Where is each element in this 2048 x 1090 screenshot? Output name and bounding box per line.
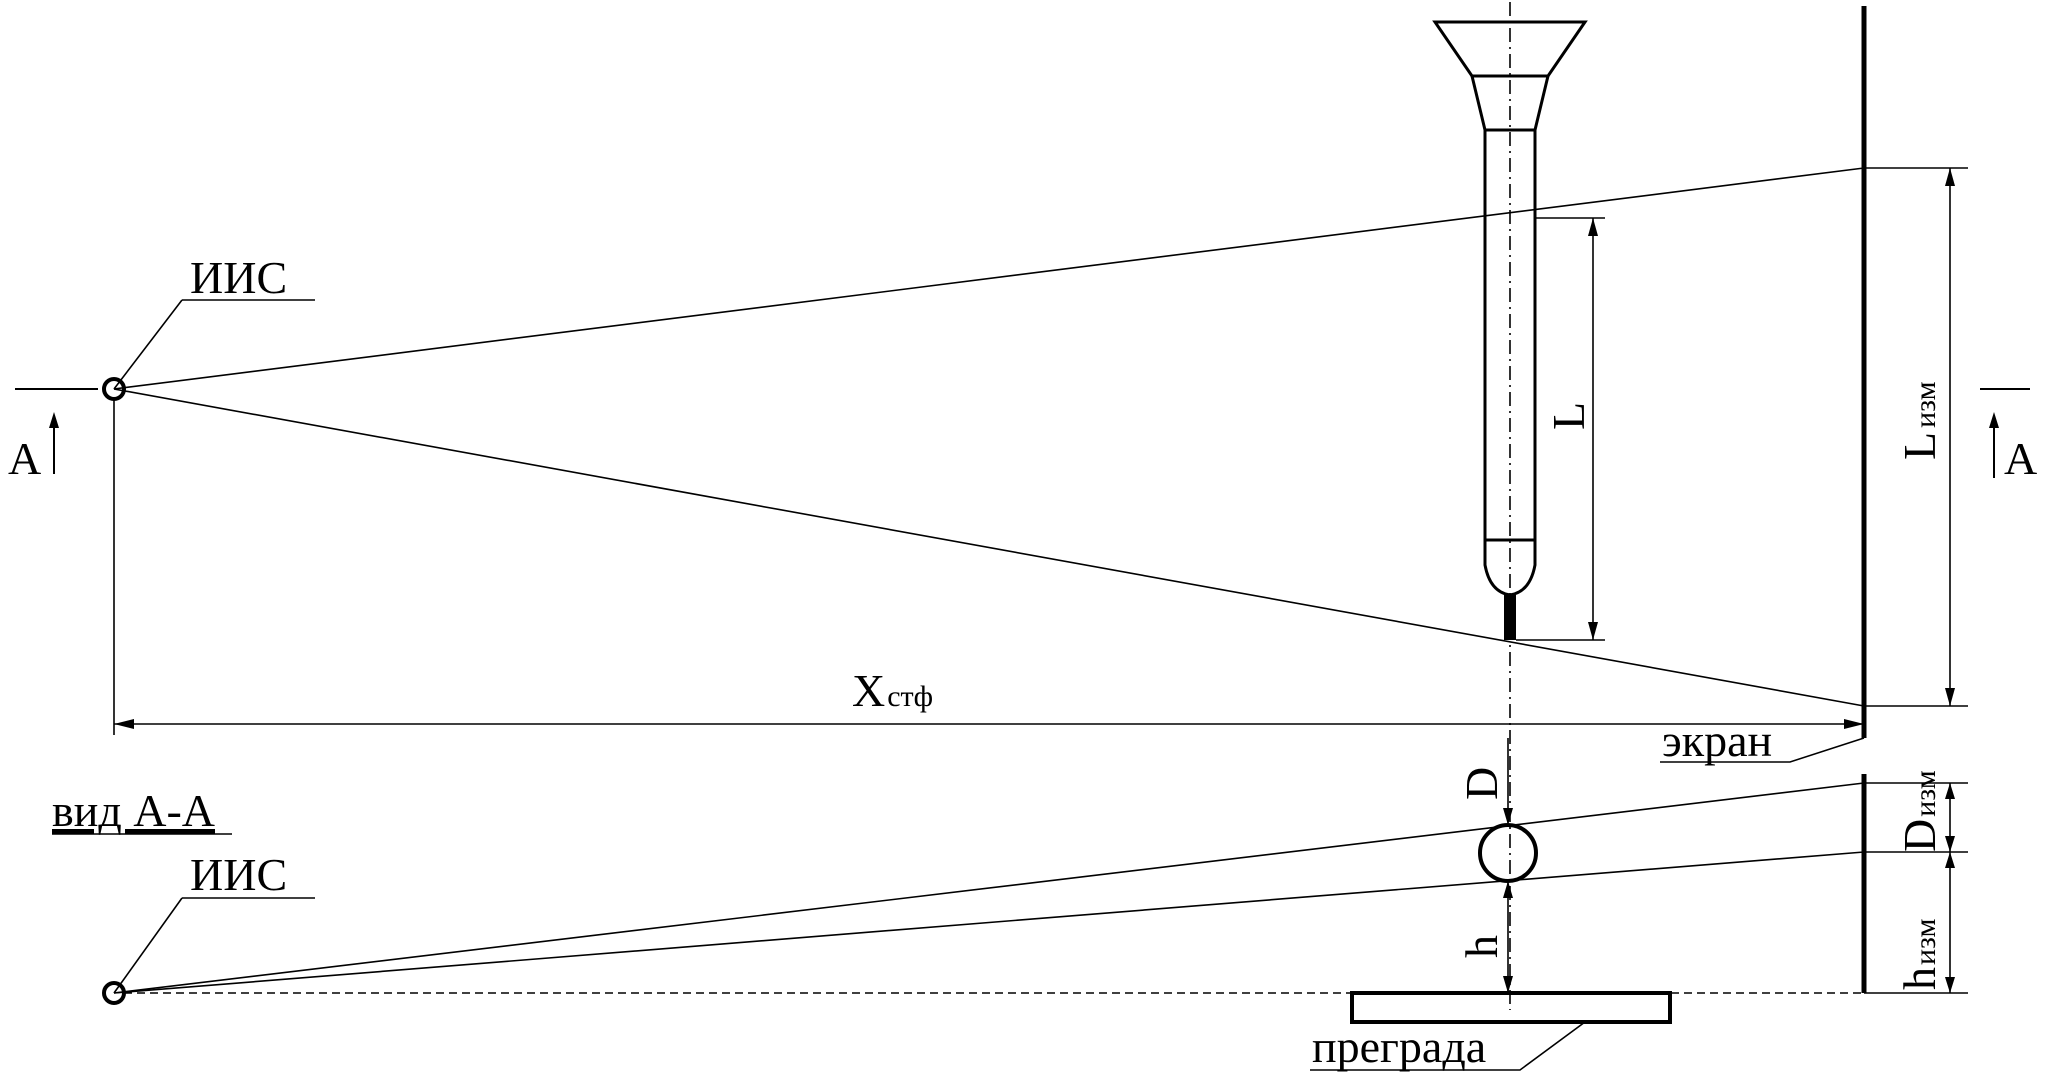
ray-bottom-lower [113,851,1865,994]
dim-h-arrow-bottom [1503,976,1513,993]
section-arrow-right-head [1989,412,1999,428]
source-top-leader [113,299,183,390]
dim-X-main: X [852,665,885,716]
section-view: вид А-А ИИС D h Dизм [52,738,1968,1072]
nozzle-barrel [1483,128,1537,542]
dim-L-arrow-bottom [1588,622,1598,640]
dim-hmeas-sub: изм [1909,919,1942,965]
dim-hmeas-main: h [1894,967,1945,990]
ray-bottom-upper [113,782,1865,994]
dim-hmeas-arrow-top [1945,852,1955,868]
section-view-title-text: вид А-А [52,785,215,836]
source-bottom-leader [113,897,183,994]
section-view-title: вид А-А [52,785,215,836]
dim-h-label: h [1456,935,1507,958]
dim-X-arrow-right [1844,719,1864,729]
ray-top-lower [113,388,1865,707]
ray-top-upper [113,167,1865,390]
obstacle-plate [1350,991,1672,1024]
dim-Lmeas-arrow-bottom [1945,688,1955,706]
dim-hmeas-label: hизм [1894,919,1945,990]
obstacle-label: преграда [1312,1021,1486,1072]
dim-h-arrow-top [1503,881,1513,898]
dim-L-label: L [1543,402,1594,430]
dim-L-arrow-top [1588,218,1598,236]
screen-label-leader [1660,737,1865,763]
dim-X-sub: стф [887,680,933,713]
dim-Lmeas-arrow-top [1945,168,1955,186]
section-mark-left: А [8,433,41,484]
dim-hmeas-arrow-bottom [1945,977,1955,993]
top-view: ИИС А L Lизм А [8,2,2037,1010]
source-top-label: ИИС [190,252,287,303]
dim-D-label: D [1456,767,1507,800]
dim-Lmeas-main: L [1894,432,1945,460]
nozzle-jet [1504,595,1516,640]
section-mark-right: А [2004,433,2037,484]
dim-Dmeas-arrow-bottom [1945,836,1955,852]
dim-Lmeas-sub: изм [1909,381,1942,427]
dim-X-arrow-left [114,719,134,729]
dim-D-arrow [1503,808,1513,825]
screen-label: экран [1662,715,1772,766]
dim-Dmeas-label: Dизм [1894,770,1945,852]
jet-cross-section [1478,823,1538,883]
section-arrow-left-head [49,412,59,428]
dim-Lmeas-label: Lизм [1894,381,1945,460]
obstacle-label-leader [1310,1021,1586,1071]
dim-Dmeas-main: D [1894,819,1945,852]
dim-Dmeas-sub: изм [1909,770,1942,816]
dim-X-label: Xстф [852,665,933,716]
source-bottom-label: ИИС [190,849,287,900]
dim-Dmeas-arrow-top [1945,783,1955,799]
